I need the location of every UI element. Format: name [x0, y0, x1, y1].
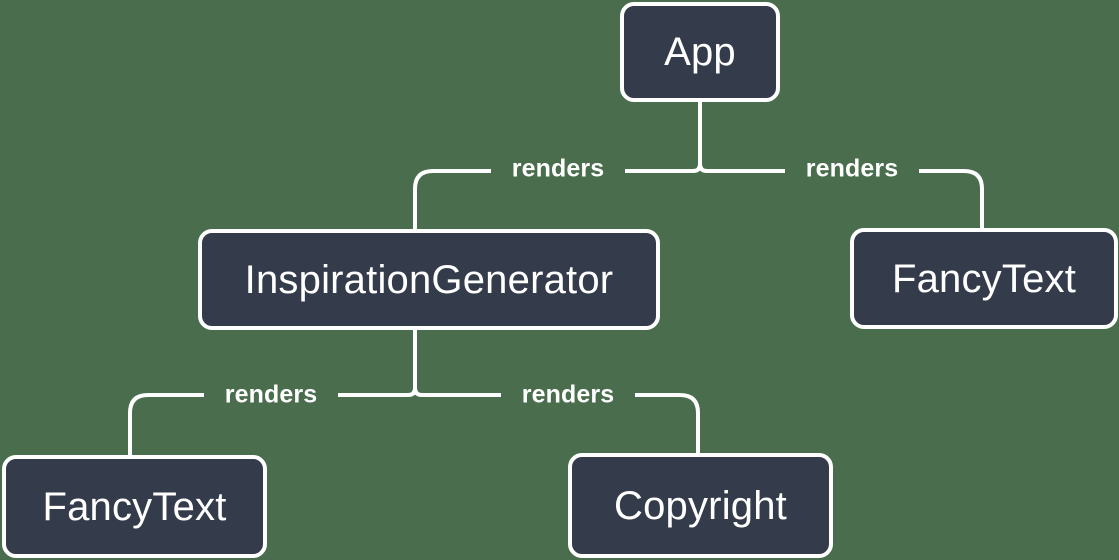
- edge-junction-app: [692, 162, 708, 173]
- edge-junction-inspiration-generator: [407, 386, 423, 397]
- node-label: FancyText: [42, 484, 227, 529]
- node-inspiration-generator[interactable]: InspirationGenerator: [198, 229, 660, 330]
- node-label: App: [664, 30, 736, 74]
- edge-elbow-app-to-fancy-text-right: [963, 169, 984, 228]
- node-app[interactable]: App: [620, 2, 780, 102]
- edge-elbow-inspiration-generator-to-fancy-text-bottom: [128, 393, 149, 455]
- edge-label-app-to-inspiration-generator: renders: [511, 154, 605, 183]
- node-copyright[interactable]: Copyright: [568, 453, 833, 558]
- node-label: FancyText: [891, 256, 1077, 301]
- edge-label-inspiration-generator-to-fancy-text-bottom: renders: [224, 380, 318, 409]
- edge-label-inspiration-generator-to-copyright: renders: [521, 380, 615, 409]
- node-label: Copyright: [614, 483, 787, 528]
- node-label: InspirationGenerator: [244, 257, 614, 302]
- edge-elbow-app-to-inspiration-generator: [413, 169, 434, 229]
- node-fancy-text-right[interactable]: FancyText: [850, 228, 1118, 329]
- edge-label-app-to-fancy-text-right: renders: [805, 154, 899, 183]
- node-fancy-text-bottom[interactable]: FancyText: [2, 455, 267, 558]
- edge-elbow-inspiration-generator-to-copyright: [679, 393, 700, 453]
